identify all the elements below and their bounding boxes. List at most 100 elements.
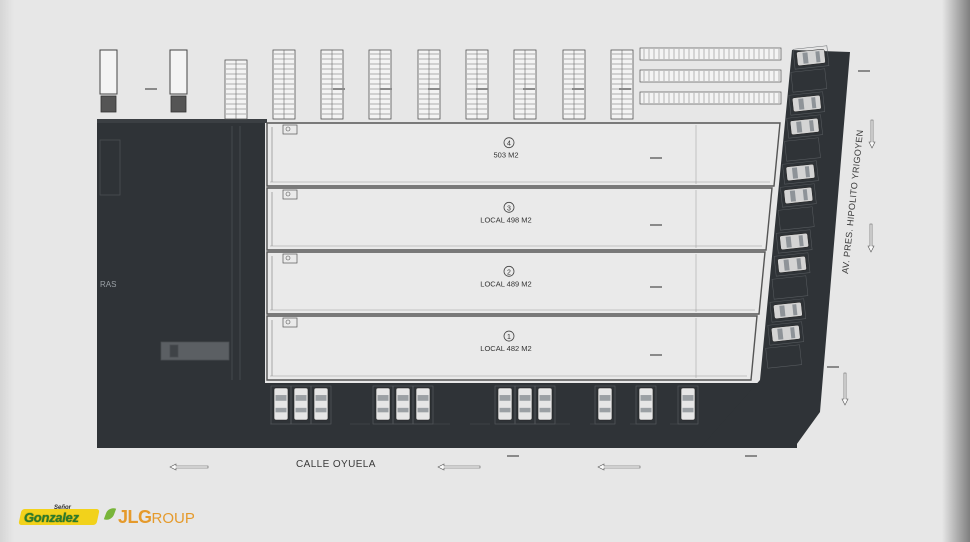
car-body (796, 49, 826, 66)
car-rear-window (499, 407, 511, 413)
sign-mark (507, 455, 519, 457)
parking-bay (790, 68, 828, 93)
car-rear-window (798, 235, 804, 247)
parking-column (417, 49, 441, 120)
car-icon (779, 233, 809, 250)
car-windshield (315, 395, 327, 401)
sign-mark (650, 286, 662, 288)
car-icon (771, 325, 801, 342)
restroom-block (282, 317, 298, 328)
car-rear-window (804, 166, 810, 178)
car-rear-window (796, 258, 802, 270)
car-icon (680, 387, 696, 421)
sign-mark (145, 88, 157, 90)
car-rear-window (640, 407, 652, 413)
bike-row-outline (639, 47, 782, 61)
parking-bay (534, 385, 556, 425)
parking-column (513, 49, 537, 120)
car-rear-window (790, 327, 796, 339)
arrow-left-icon (437, 463, 481, 471)
jlg-mark: JLG (118, 507, 152, 527)
car-windshield (789, 190, 796, 202)
bike-row (639, 69, 782, 83)
parking-bay (784, 137, 821, 162)
sign-mark (619, 88, 631, 90)
car-body (783, 187, 814, 204)
car-icon (375, 387, 391, 421)
unit-number: 1 (507, 334, 511, 341)
parking-bay (775, 229, 813, 254)
right-parking-slot (775, 229, 813, 254)
sign-mark (745, 455, 757, 457)
sign-mark (827, 366, 839, 368)
unit-number-circle (503, 201, 515, 213)
car-icon (313, 387, 329, 421)
car-windshield (275, 395, 287, 401)
unit-number-circle (503, 330, 515, 342)
car-body (293, 387, 309, 421)
unit-outline (266, 315, 758, 381)
car-icon (517, 387, 533, 421)
unit-area-label: LOCAL 482 M2 (480, 344, 531, 353)
car-rear-window (682, 407, 694, 413)
jlg-rest: ROUP (151, 510, 195, 527)
top-band (97, 119, 267, 123)
car-windshield (377, 395, 389, 401)
car-windshield (785, 236, 792, 248)
car-rear-window (519, 407, 531, 413)
parking-column (272, 49, 296, 120)
arrow-shape (841, 372, 849, 406)
car-body (497, 387, 513, 421)
car-windshield (779, 305, 786, 317)
unit-number-circle (503, 265, 515, 277)
car-windshield (802, 52, 809, 64)
arrow-left-icon (169, 463, 209, 471)
right-parking-slot (784, 137, 821, 162)
fixture-icon (285, 255, 291, 261)
truck-2 (169, 49, 188, 113)
gonzalez-logo: Señor Gonzalez (18, 505, 117, 527)
car-rear-window (802, 189, 808, 201)
parking-bay (773, 252, 811, 277)
building-label: RAS (100, 280, 116, 289)
car-rear-window (397, 407, 409, 413)
parking-column (562, 49, 586, 120)
car-rear-window (539, 407, 551, 413)
dark-mass (97, 50, 850, 448)
car-icon (638, 387, 654, 421)
car-body (779, 233, 809, 250)
gonzalez-prefix: Señor (54, 505, 72, 511)
car-icon (792, 95, 822, 112)
car-icon (777, 256, 807, 273)
sign-mark (380, 88, 392, 90)
trucks (99, 49, 188, 113)
car-rear-window (811, 97, 817, 109)
car-body (537, 387, 553, 421)
car-body (773, 302, 803, 319)
parking-column (368, 49, 392, 120)
sign-mark (476, 88, 488, 90)
car-windshield (777, 328, 784, 340)
gonzalez-name: Gonzalez (24, 510, 79, 525)
car-windshield (783, 259, 790, 271)
unit-area-label: 503 M2 (493, 151, 518, 160)
unit-number: 3 (507, 205, 511, 212)
car-rear-window (275, 407, 287, 413)
unit-outline (266, 122, 781, 187)
parking-bay (782, 160, 819, 185)
parking-bay (780, 183, 817, 208)
car-body (395, 387, 411, 421)
arrow-shape (169, 463, 209, 471)
car-body (680, 387, 696, 421)
unit-area-label: LOCAL 489 M2 (480, 279, 531, 288)
car-body (273, 387, 289, 421)
right-parking-slot (778, 206, 815, 231)
car-body (375, 387, 391, 421)
right-parking-slot (792, 45, 830, 70)
car-icon (537, 387, 553, 421)
car-body (792, 95, 822, 112)
street-label-bottom: CALLE OYUELA (296, 459, 376, 470)
car-windshield (682, 395, 694, 401)
bike-row-outline (639, 91, 782, 105)
